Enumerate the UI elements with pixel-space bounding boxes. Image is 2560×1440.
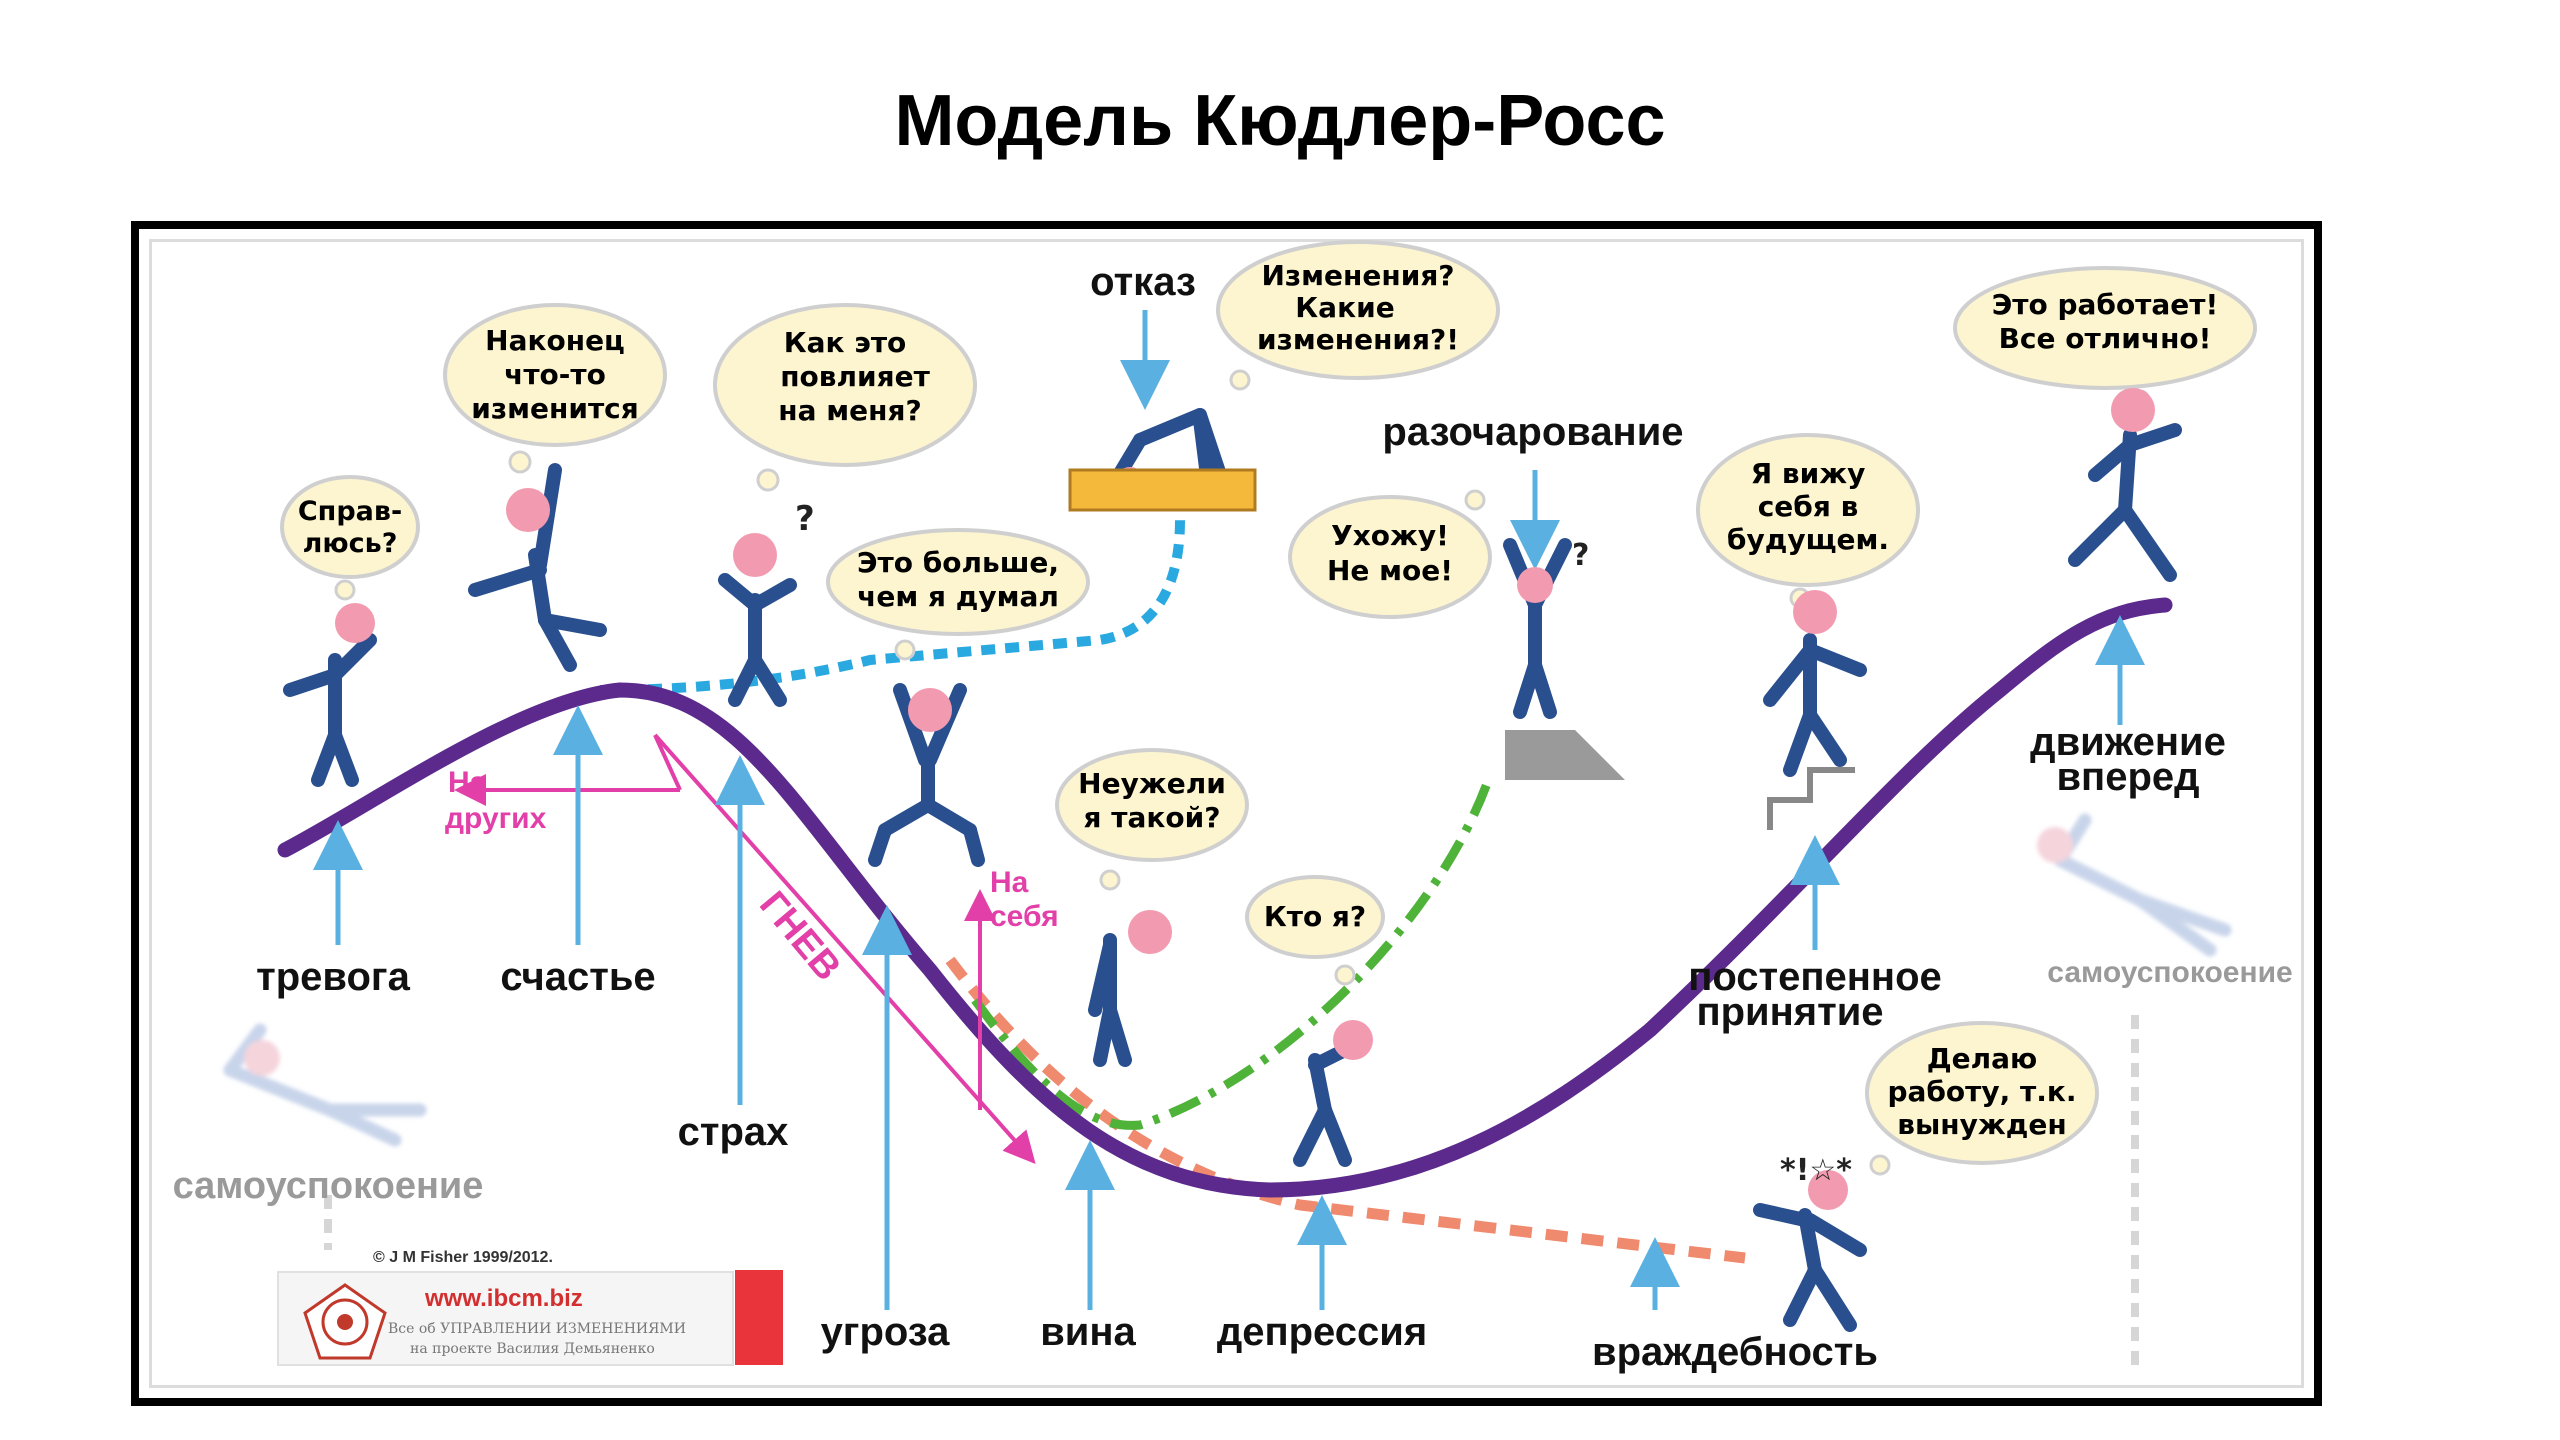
bubble-2-line-1: Наконец — [485, 324, 625, 357]
stage-label-samouspokoenie-left: самоуспокоение — [173, 1165, 484, 1207]
bubble-11: Делаю работу, т.к. вынужден — [1865, 1021, 2099, 1176]
transition-curve — [277, 597, 2173, 1198]
bubble-9-line-2: я такой? — [1084, 801, 1221, 834]
site-subtitle-1: Все об УПРАВЛЕНИИ ИЗМЕНЕНИЯМИ — [388, 1321, 686, 1337]
bubble-7-line-2: себя в — [1758, 490, 1859, 523]
bubble-6: Ухожу! Не мое! — [1288, 489, 1492, 619]
bubble-5-line-2: Какие — [1295, 291, 1394, 324]
bubble-11-line-3: вынужден — [1897, 1108, 2066, 1141]
figure-threat — [868, 683, 985, 867]
bubble-11-line-2: работу, т.к. — [1887, 1075, 2076, 1108]
grey-guides — [324, 1015, 2139, 1365]
diagram-frame-inner — [149, 239, 2304, 1388]
figures — [283, 388, 2182, 1332]
stage-label-vrazhdebnost: враждебность — [1592, 1330, 1878, 1374]
bubble-4: Это больше, чем я думал — [826, 528, 1090, 661]
bubble-2: Наконец что-то изменится — [443, 303, 667, 474]
anger-label-na: На — [448, 766, 487, 799]
bubble-8-line-1: Это работает! — [1992, 288, 2219, 321]
stage-label-otkaz: отказ — [1090, 260, 1196, 304]
site-link[interactable]: www.ibcm.biz — [424, 1285, 583, 1312]
bubble-8: Это работает! Все отлично! — [1953, 266, 2257, 411]
stage-label-razocharovanie: разочарование — [1382, 410, 1683, 454]
question-mark-1: ? — [795, 499, 815, 539]
figure-depression — [1293, 1020, 1373, 1167]
bubble-10: Кто я? — [1245, 875, 1385, 986]
stage-arrows — [313, 310, 2145, 1310]
question-mark-2: ? — [1572, 538, 1589, 573]
bubble-8-line-2: Все отлично! — [1999, 322, 2212, 355]
stage-label-prinyatie: принятие — [1696, 990, 1883, 1034]
figure-disappointment — [1503, 538, 1572, 719]
stage-label-strakh: страх — [678, 1110, 789, 1154]
complacency-figures — [223, 813, 2232, 1147]
bubble-6-line-2: Не мое! — [1327, 554, 1453, 587]
site-subtitle-2: на проекте Василия Демьяненко — [410, 1341, 655, 1357]
bubble-4-line-1: Это больше, — [857, 546, 1059, 579]
figure-happiness — [468, 463, 607, 672]
stage-label-postepennoe: постепенное — [1688, 955, 1942, 999]
figure-acceptance — [1763, 590, 1867, 777]
bubble-5: Изменения? Какие изменения?! — [1216, 240, 1500, 391]
bubble-6-line-1: Ухожу! — [1331, 519, 1449, 552]
anger-label-sebya: себя — [990, 900, 1059, 933]
bubble-4-line-2: чем я думал — [857, 580, 1059, 613]
blue-dotted-path — [599, 519, 1185, 695]
page-title: Модель Кюдлер-Росс — [894, 81, 1666, 161]
salmon-dashed-path — [945, 956, 1746, 1264]
bubble-3: Как это повлияет на меня? — [713, 303, 977, 492]
copyright-text: © J M Fisher 1999/2012. — [373, 1249, 553, 1266]
bubble-9: Неужели я такой? — [1055, 748, 1249, 891]
figure-guilt — [1088, 910, 1172, 1067]
red-marker — [735, 1270, 783, 1365]
stage-label-schastye: счастье — [500, 955, 655, 999]
thought-bubbles: Справ- люсь? Наконец что-то изменится Ка… — [280, 240, 2257, 1176]
stage-label-depressiya: депрессия — [1217, 1310, 1427, 1354]
bubble-7: Я вижу себя в будущем. — [1696, 433, 1920, 609]
footer-block: © J M Fisher 1999/2012. www.ibcm.biz Все… — [277, 1249, 783, 1366]
bubble-3-line-2: повлияет — [780, 360, 930, 393]
bubble-7-line-3: будущем. — [1727, 523, 1889, 556]
bubble-1: Справ- люсь? — [280, 475, 420, 601]
bubble-1-line-2: люсь? — [303, 528, 398, 559]
bubble-5-line-3: изменения?! — [1257, 323, 1459, 356]
bubble-9-line-1: Неужели — [1078, 767, 1226, 800]
bubble-5-line-1: Изменения? — [1261, 259, 1454, 292]
exclaim-stars: *!☆* — [1780, 1153, 1852, 1188]
bubble-2-line-2: что-то — [504, 358, 606, 391]
anger-label-na-self: На — [990, 866, 1029, 899]
bubble-1-line-1: Справ- — [298, 496, 402, 527]
figure-hostility — [1753, 1170, 1867, 1332]
stage-label-dvizhenie: движение — [2030, 720, 2226, 764]
figure-moving-forward — [2068, 388, 2182, 582]
decor-marks: ? ? *!☆* — [795, 499, 1852, 1188]
bubble-11-line-1: Делаю — [1927, 1042, 2038, 1075]
stage-label-trevoga: тревога — [256, 955, 410, 999]
bubble-3-line-3: на меня? — [778, 394, 921, 427]
ibcm-logo — [303, 1283, 387, 1360]
figure-fear — [718, 533, 797, 707]
platforms — [1068, 468, 1855, 830]
bubble-2-line-3: изменится — [471, 392, 639, 425]
anger-arrows — [454, 733, 1036, 1164]
stage-label-samouspokoenie-right: самоуспокоение — [2047, 956, 2292, 989]
stage-label-vpered: вперед — [2056, 755, 2199, 799]
anger-label-drugikh: других — [445, 802, 547, 835]
green-dashdot-path — [971, 773, 1495, 1130]
bubble-7-line-1: Я вижу — [1751, 457, 1866, 490]
figure-anxiety — [283, 603, 377, 787]
bubble-3-line-1: Как это — [784, 326, 907, 359]
bubble-10-line-1: Кто я? — [1264, 900, 1366, 933]
stage-label-vina: вина — [1040, 1310, 1136, 1354]
stage-label-ugroza: угроза — [821, 1310, 951, 1354]
